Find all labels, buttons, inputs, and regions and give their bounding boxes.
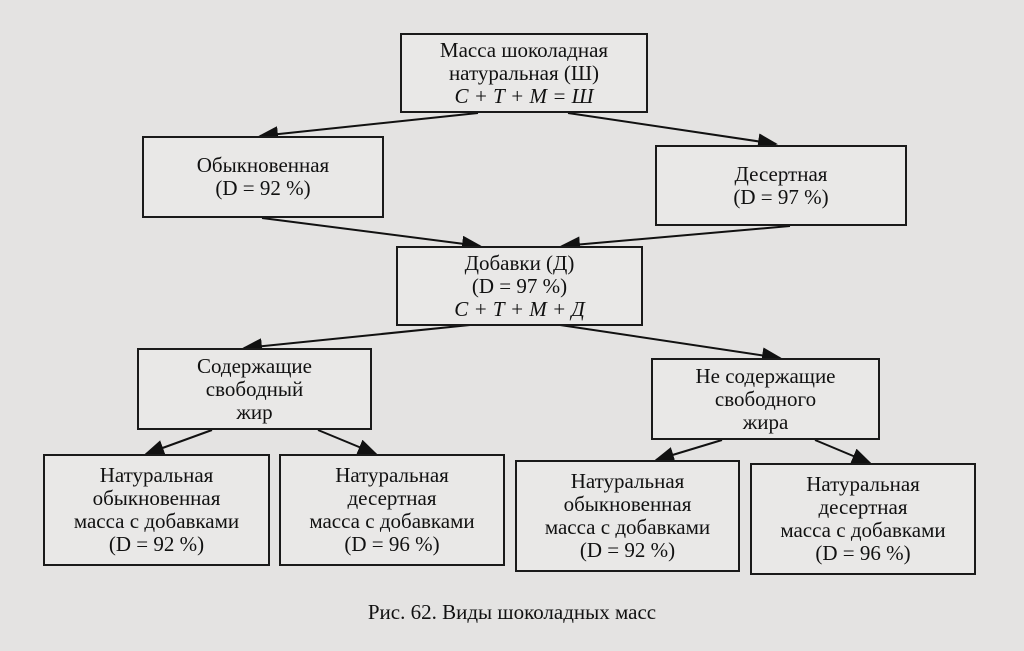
node-additives: Добавки (Д) (D = 97 %) С + Т + М + Д <box>396 246 643 326</box>
node-text: Добавки (Д) <box>464 250 575 275</box>
node-leaf-2: Натуральная десертная масса с добавками … <box>279 454 505 566</box>
figure-caption: Рис. 62. Виды шоколадных масс <box>367 600 657 624</box>
node-text: обыкновенная <box>563 492 692 516</box>
node-text: масса с добавками <box>73 509 240 533</box>
node-text: жир <box>236 399 273 424</box>
node-text: натуральная (Ш) <box>448 60 600 85</box>
node-text: масса с добавками <box>544 515 711 539</box>
node-text: Натуральная <box>806 472 920 496</box>
node-leaf-3: Натуральная обыкновенная масса с добавка… <box>515 460 740 572</box>
arrow-ordinary-additives <box>261 217 482 252</box>
node-text: Десертная <box>734 161 828 186</box>
node-leaf-4: Натуральная десертная масса с добавками … <box>750 463 976 575</box>
node-text: десертная <box>818 495 908 519</box>
node-text: (D = 96 %) <box>344 532 440 556</box>
node-text: десертная <box>347 486 437 510</box>
arrow-root-dessert <box>567 112 778 150</box>
node-text: обыкновенная <box>92 486 221 510</box>
node-formula: С + Т + М = Ш <box>454 83 594 108</box>
node-root: Масса шоколадная натуральная (Ш) С + Т +… <box>400 33 648 113</box>
node-text: Натуральная <box>99 463 214 487</box>
node-text: Обыкновенная <box>196 153 330 177</box>
node-formula: С + Т + М + Д <box>454 296 585 321</box>
node-ordinary: Обыкновенная (D = 92 %) <box>142 136 384 218</box>
node-dessert: Десертная (D = 97 %) <box>655 145 907 226</box>
node-text: Масса шоколадная <box>439 37 609 62</box>
arrow-withoutfat-leaf4 <box>814 439 872 464</box>
node-text: масса с добавками <box>780 518 946 542</box>
arrow-withfat-leaf2 <box>317 429 378 455</box>
node-text: (D = 97 %) <box>471 273 568 298</box>
arrow-withoutfat-leaf3 <box>654 439 723 463</box>
node-text: свободного <box>714 386 817 411</box>
node-text: Содержащие <box>197 353 312 378</box>
node-text: (D = 92 %) <box>579 538 676 562</box>
node-text: Не содержащие <box>695 363 836 388</box>
node-text: жира <box>742 409 789 434</box>
node-text: масса с добавками <box>309 509 475 533</box>
node-text: (D = 97 %) <box>733 184 829 209</box>
node-without-fat: Не содержащие свободного жира <box>651 358 880 440</box>
arrow-withfat-leaf1 <box>144 429 213 456</box>
node-text: (D = 92 %) <box>108 532 205 556</box>
arrow-dessert-additives <box>560 225 791 253</box>
node-with-fat: Содержащие свободный жир <box>137 348 372 430</box>
arrow-additives-withfat <box>242 324 471 355</box>
node-text: (D = 92 %) <box>215 176 311 200</box>
arrow-additives-withoutfat <box>559 324 782 364</box>
arrow-root-ordinary <box>258 112 479 143</box>
node-text: Натуральная <box>570 469 685 493</box>
node-text: (D = 96 %) <box>815 541 911 565</box>
node-leaf-1: Натуральная обыкновенная масса с добавка… <box>43 454 270 566</box>
node-text: свободный <box>205 376 304 401</box>
node-text: Натуральная <box>335 463 449 487</box>
